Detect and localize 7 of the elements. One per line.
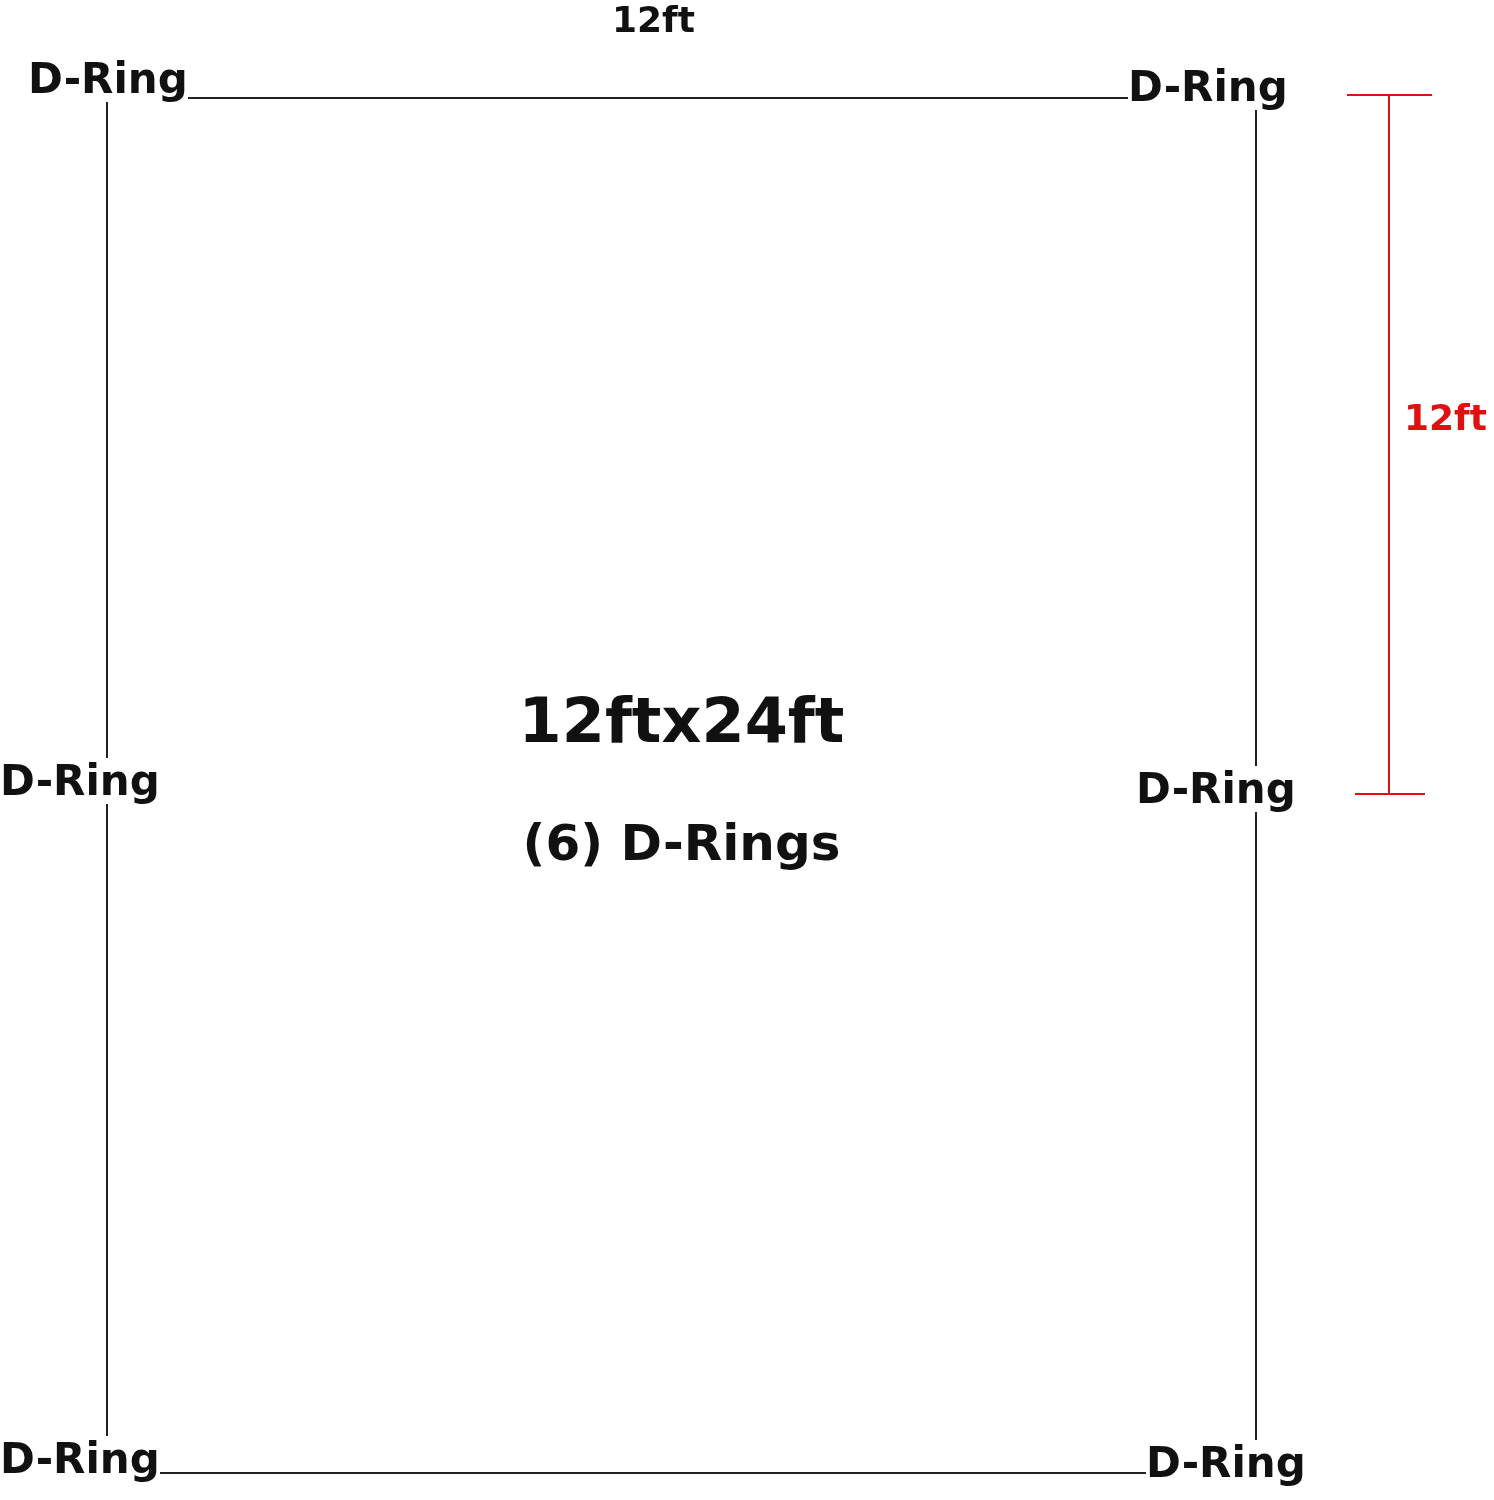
d-ring-label: D-Ring xyxy=(1146,1440,1306,1487)
d-ring-label: D-Ring xyxy=(0,1436,160,1483)
ring-count-text: (6) D-Rings xyxy=(522,814,841,872)
size-title: 12ftx24ft xyxy=(518,684,845,757)
d-ring-label: D-Ring xyxy=(1136,766,1296,813)
d-ring-label: D-Ring xyxy=(0,758,160,805)
dimension-label: 12ft xyxy=(1404,398,1487,438)
